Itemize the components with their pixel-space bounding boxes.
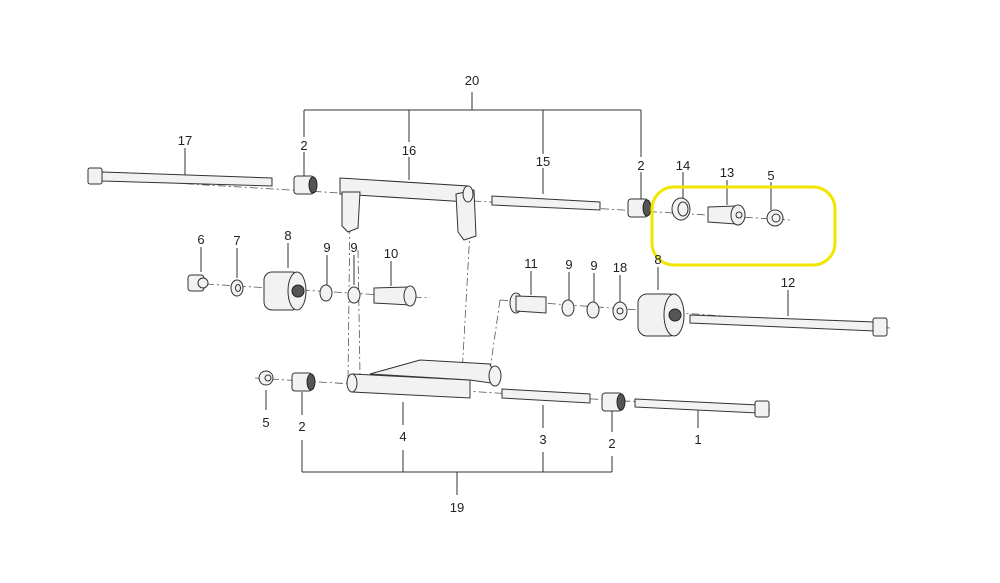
label-5: 5	[767, 168, 774, 183]
label-8: 8	[654, 252, 661, 267]
part-15-pin[interactable]	[491, 195, 601, 211]
part-5-nut[interactable]	[766, 209, 784, 227]
part-4-swing-arm[interactable]	[346, 359, 502, 399]
part-7-washer[interactable]	[230, 279, 244, 297]
label-1: 1	[694, 432, 701, 447]
label-13: 13	[720, 165, 734, 180]
label-6: 6	[197, 232, 204, 247]
part-8-rubber-bushing[interactable]	[263, 271, 307, 311]
label-2: 2	[298, 419, 305, 434]
part-12-long-bolt[interactable]	[689, 314, 888, 337]
label-18: 18	[613, 260, 627, 275]
label-3: 3	[539, 432, 546, 447]
part-9-o-ring[interactable]	[586, 301, 600, 319]
label-8: 8	[284, 228, 291, 243]
part-9-o-ring[interactable]	[319, 284, 333, 302]
label-9: 9	[350, 240, 357, 255]
label-10: 10	[384, 246, 398, 261]
label-5: 5	[262, 415, 269, 430]
part-16-pivot-tube[interactable]	[339, 177, 477, 241]
part-2-bushing[interactable]	[601, 392, 626, 412]
part-10-sleeve[interactable]	[373, 285, 417, 307]
label-9: 9	[323, 240, 330, 255]
label-11: 11	[524, 256, 538, 271]
label-9: 9	[590, 258, 597, 273]
part-3-pin[interactable]	[501, 388, 591, 404]
label-9: 9	[565, 257, 572, 272]
label-16: 16	[402, 143, 416, 158]
part-6-flange-nut[interactable]	[187, 274, 209, 292]
part-2-bushing[interactable]	[291, 372, 316, 392]
label-20: 20	[465, 73, 479, 88]
part-11-flanged-sleeve[interactable]	[509, 292, 547, 314]
label-2: 2	[608, 436, 615, 451]
label-7: 7	[233, 233, 240, 248]
label-15: 15	[536, 154, 550, 169]
part-2-bushing[interactable]	[627, 198, 652, 218]
part-1-bolt[interactable]	[634, 398, 770, 418]
part-9-o-ring[interactable]	[561, 299, 575, 317]
label-4: 4	[399, 429, 406, 444]
assembly-bracket-20	[303, 92, 642, 157]
label-12: 12	[781, 275, 795, 290]
assembly-bracket-19	[301, 440, 613, 495]
label-19: 19	[450, 500, 464, 515]
highlight-box	[650, 185, 837, 267]
part-8-rubber-bushing[interactable]	[637, 293, 685, 337]
part-2-bushing[interactable]	[293, 175, 318, 195]
part-9-o-ring[interactable]	[347, 286, 361, 304]
part-13-collar-sleeve[interactable]	[707, 204, 746, 226]
part-14-ring-nut[interactable]	[671, 197, 691, 221]
label-14: 14	[676, 158, 690, 173]
label-2: 2	[637, 158, 644, 173]
part-17-long-bolt[interactable]	[87, 167, 273, 187]
part-18-washer[interactable]	[612, 301, 628, 321]
part-5-nut[interactable]	[258, 370, 274, 386]
label-2: 2	[300, 138, 307, 153]
label-17: 17	[178, 133, 192, 148]
